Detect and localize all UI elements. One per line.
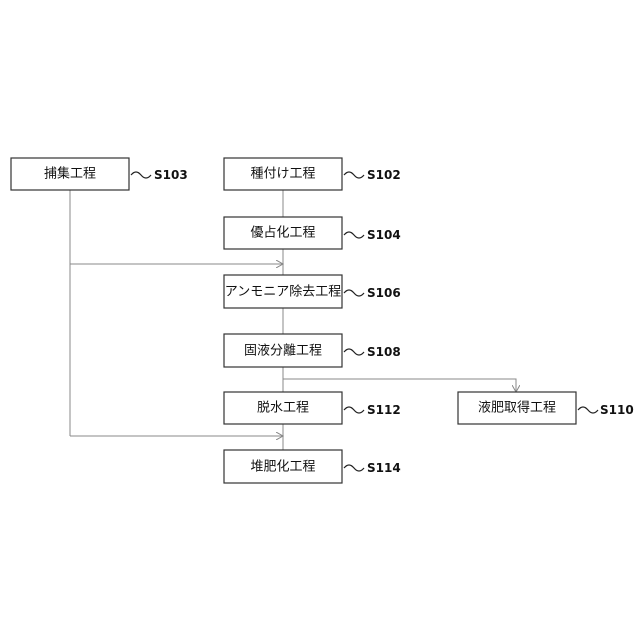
step-label-s112: 脱水工程 [257, 401, 309, 416]
step-s114: 堆肥化工程 S114 [224, 450, 401, 483]
step-s108: 固液分離工程 S108 [224, 334, 401, 367]
step-label-s108: 固液分離工程 [244, 344, 322, 359]
step-ref-s114: S114 [367, 461, 401, 475]
leader-s104 [344, 232, 364, 238]
step-ref-s102: S102 [367, 168, 401, 182]
step-label-s103: 捕集工程 [44, 166, 96, 182]
leader-s106 [344, 290, 364, 296]
leader-s114 [344, 465, 364, 471]
leader-s102 [344, 172, 364, 178]
step-label-s106: アンモニア除去工程 [225, 285, 341, 300]
step-s102: 種付け工程 S102 [224, 158, 401, 190]
step-ref-s112: S112 [367, 403, 401, 417]
step-s104: 優占化工程 S104 [224, 217, 401, 249]
leader-s108 [344, 349, 364, 355]
step-label-s110: 液肥取得工程 [478, 400, 556, 416]
step-s112: 脱水工程 S112 [224, 392, 401, 424]
step-s103: 捕集工程 S103 [11, 158, 188, 190]
step-ref-s108: S108 [367, 345, 401, 359]
step-ref-s103: S103 [154, 168, 188, 182]
leader-s112 [344, 407, 364, 413]
step-ref-s110: S110 [600, 403, 634, 417]
leader-s110 [578, 407, 598, 413]
leader-s103 [131, 172, 151, 178]
step-label-s104: 優占化工程 [250, 226, 315, 241]
step-s110: 液肥取得工程 S110 [458, 392, 634, 424]
step-ref-s104: S104 [367, 228, 401, 242]
step-label-s114: 堆肥化工程 [250, 460, 315, 475]
connector-s108-s110 [283, 379, 516, 392]
step-s106: アンモニア除去工程 S106 [224, 275, 401, 308]
step-ref-s106: S106 [367, 286, 401, 300]
step-label-s102: 種付け工程 [250, 166, 315, 182]
